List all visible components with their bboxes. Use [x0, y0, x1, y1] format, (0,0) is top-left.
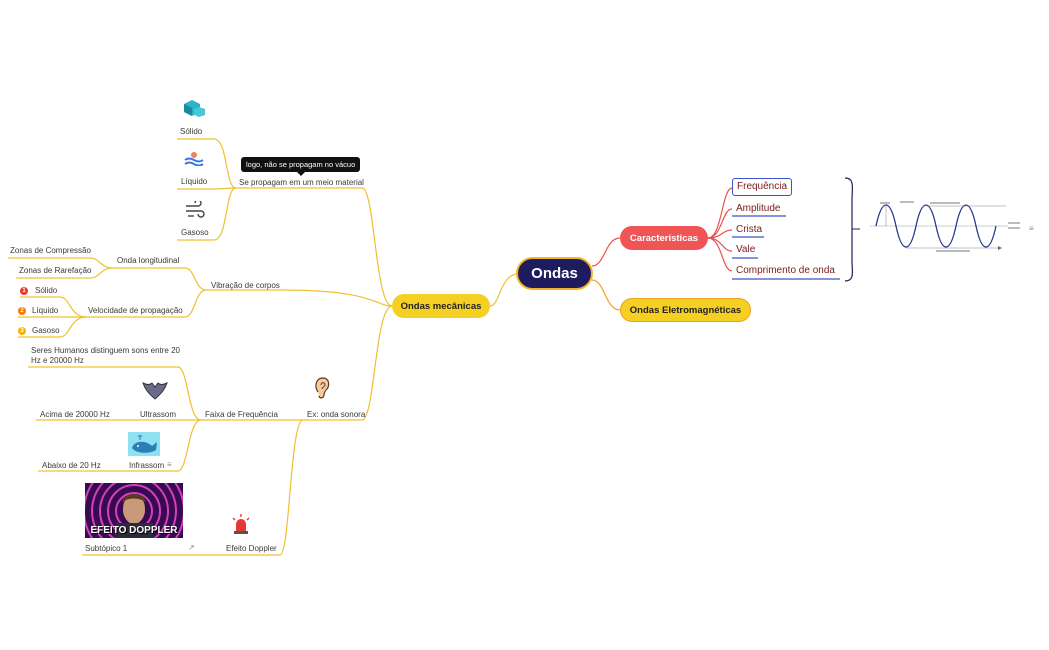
- topic-onda-longitudinal[interactable]: Onda longitudinal: [117, 256, 180, 265]
- topic-zonas-compressao[interactable]: Zonas de Compressão: [10, 246, 91, 255]
- topic-vibracao[interactable]: Vibração de corpos: [211, 281, 280, 290]
- ear-icon: [315, 377, 330, 399]
- topic-liquido[interactable]: Líquido: [181, 177, 208, 186]
- thumbnail-caption: EFEITO DOPPLER: [90, 525, 178, 536]
- topic-vel-gasoso[interactable]: Gasoso: [32, 326, 60, 335]
- topic-label: Vale: [736, 244, 756, 255]
- branch-caracteristicas[interactable]: Características: [620, 226, 708, 250]
- topic-amplitude[interactable]: Amplitude: [736, 203, 780, 215]
- topic-label: Amplitude: [736, 203, 781, 214]
- topic-gasoso[interactable]: Gasoso: [181, 228, 209, 237]
- external-link-icon[interactable]: ↗: [188, 543, 195, 552]
- water-wave-icon: [184, 152, 204, 166]
- topic-label: Crista: [736, 224, 763, 235]
- branch-label: Ondas Eletromagnéticas: [629, 304, 742, 316]
- topic-abaixo-20[interactable]: Abaixo de 20 Hz: [42, 461, 101, 470]
- priority-2-icon: 2: [18, 307, 26, 315]
- topic-vel-solido[interactable]: Sólido: [35, 286, 58, 295]
- branch-label: Ondas mecânicas: [400, 300, 482, 312]
- whale-icon: [128, 432, 160, 456]
- topic-ultrassom[interactable]: Ultrassom: [140, 410, 177, 419]
- topic-frequencia[interactable]: Frequência: [732, 178, 793, 196]
- branch-ondas-eletromagneticas[interactable]: Ondas Eletromagnéticas: [620, 298, 751, 322]
- topic-faixa-frequencia[interactable]: Faixa de Frequência: [205, 410, 278, 419]
- tooltip-label: logo, não se propagam no vácuo: [241, 157, 361, 176]
- topic-crista[interactable]: Crista: [736, 224, 762, 236]
- thumbnail-rings: [85, 483, 183, 538]
- topic-label: Frequência: [737, 181, 788, 192]
- cubes-icon: [184, 100, 205, 117]
- branch-label: Características: [629, 232, 699, 244]
- topic-velocidade[interactable]: Velocidade de propagação: [88, 306, 183, 315]
- bat-icon: [142, 382, 168, 400]
- topic-vel-liquido[interactable]: Líquido: [32, 306, 59, 315]
- notes-icon[interactable]: ≡: [167, 460, 172, 469]
- branch-ondas-mecanicas[interactable]: Ondas mecânicas: [392, 294, 490, 318]
- wind-icon: [186, 201, 205, 218]
- priority-3-icon: 3: [18, 327, 26, 335]
- topic-meio-material[interactable]: Se propagam em um meio material: [239, 178, 364, 187]
- root-label: Ondas: [531, 265, 578, 282]
- doppler-video-thumbnail[interactable]: EFEITO DOPPLER: [85, 483, 183, 538]
- root-topic[interactable]: Ondas: [516, 257, 593, 290]
- topic-onda-sonora[interactable]: Ex: onda sonora: [307, 410, 366, 419]
- priority-1-icon: 1: [20, 287, 28, 295]
- siren-icon: [232, 514, 250, 534]
- topic-label: Comprimento de onda: [736, 265, 835, 276]
- topic-solido[interactable]: Sólido: [180, 127, 203, 136]
- topic-subtopico-1[interactable]: Subtópico 1: [85, 544, 128, 553]
- topic-efeito-doppler[interactable]: Efeito Doppler: [226, 544, 277, 553]
- wave-diagram-image[interactable]: [866, 198, 1026, 256]
- topic-humanos[interactable]: Seres Humanos distinguem sons entre 20 H…: [31, 346, 180, 365]
- notes-icon[interactable]: ≡: [1029, 224, 1034, 233]
- topic-zonas-rarefacao[interactable]: Zonas de Rarefação: [19, 266, 92, 275]
- topic-vale[interactable]: Vale: [736, 244, 755, 256]
- topic-comprimento-de-onda[interactable]: Comprimento de onda: [736, 265, 835, 277]
- topic-infrassom[interactable]: Infrassom: [129, 461, 165, 470]
- topic-acima-20000[interactable]: Acima de 20000 Hz: [40, 410, 110, 419]
